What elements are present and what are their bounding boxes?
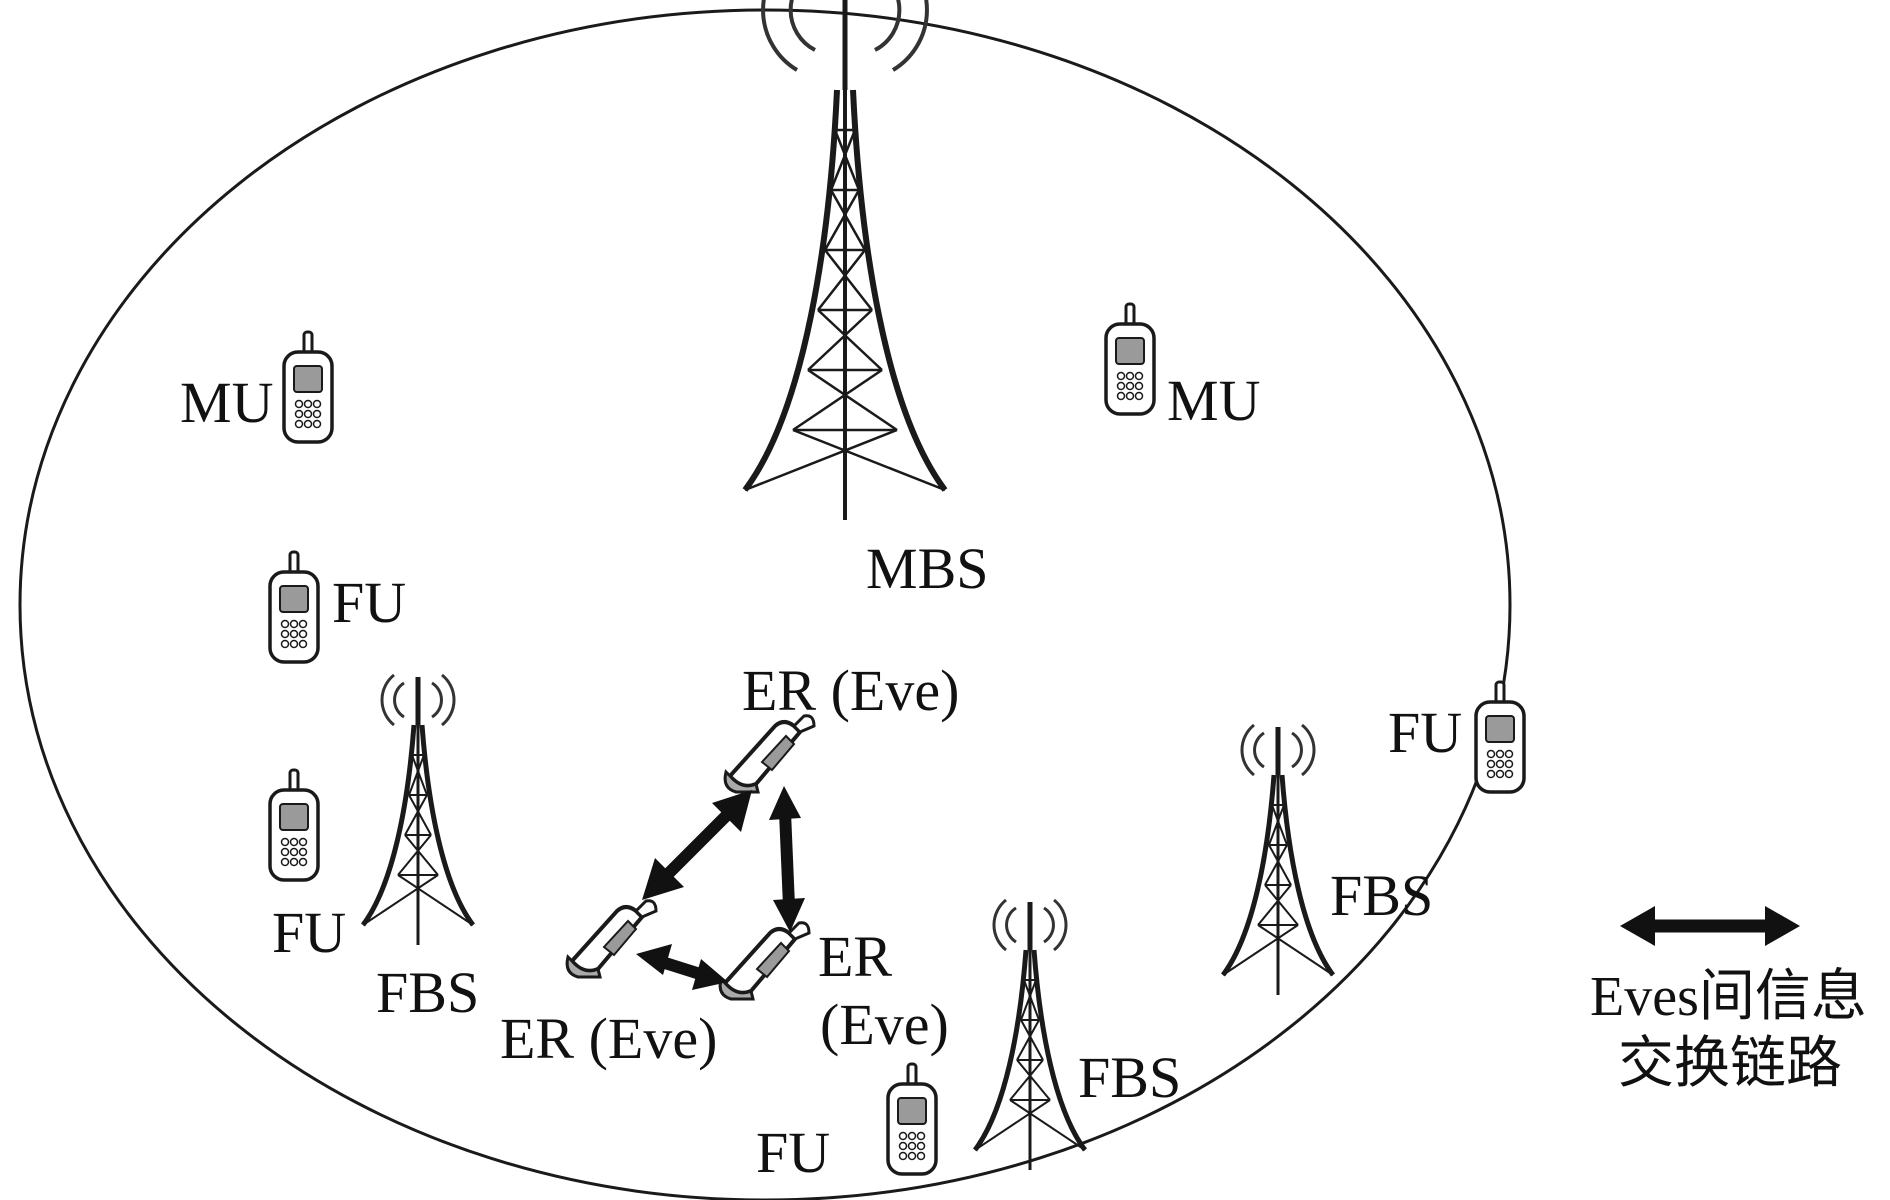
fbs-label: FBS — [1330, 863, 1433, 928]
fu-phone-icon — [268, 768, 320, 882]
er-flip-phone-icon — [718, 920, 811, 1001]
coverage-ellipse — [18, 8, 1512, 1200]
fu-phone-icon — [268, 550, 320, 664]
fu-label: FU — [756, 1120, 830, 1185]
eve-label: (Eve) — [820, 992, 949, 1057]
fbs-tower-icon — [1223, 725, 1333, 995]
mu-label: MU — [180, 370, 273, 435]
legend-text-line2: 交换链路 — [1618, 1033, 1842, 1095]
fbs-label: FBS — [1078, 1045, 1181, 1110]
er-flip-phone-icon — [565, 898, 658, 979]
fbs-tower-icon — [363, 675, 473, 945]
fu-label: FU — [1388, 700, 1462, 765]
fu-label: FU — [332, 570, 406, 635]
fu-label: FU — [272, 900, 346, 965]
fu-phone-icon — [1474, 680, 1526, 794]
legend-text-line1: Eves间信息 — [1590, 966, 1867, 1028]
er-flip-phone-icon — [723, 713, 816, 794]
fbs-tower-icon — [975, 900, 1085, 1170]
fbs-label: FBS — [376, 960, 479, 1025]
eve-link-arrows — [636, 786, 805, 990]
mbs-label: MBS — [866, 536, 989, 601]
er-eve-label: ER (Eve) — [500, 1006, 717, 1071]
mu-label: MU — [1167, 368, 1260, 433]
mu-phone-icon — [1104, 302, 1156, 416]
er-eve-label: ER (Eve) — [742, 658, 959, 723]
fu-phone-icon — [886, 1062, 938, 1176]
er-label: ER — [818, 924, 892, 989]
legend-arrow-icon — [1620, 906, 1800, 946]
mbs-tower-icon — [745, 0, 945, 520]
mu-phone-icon — [282, 330, 334, 444]
